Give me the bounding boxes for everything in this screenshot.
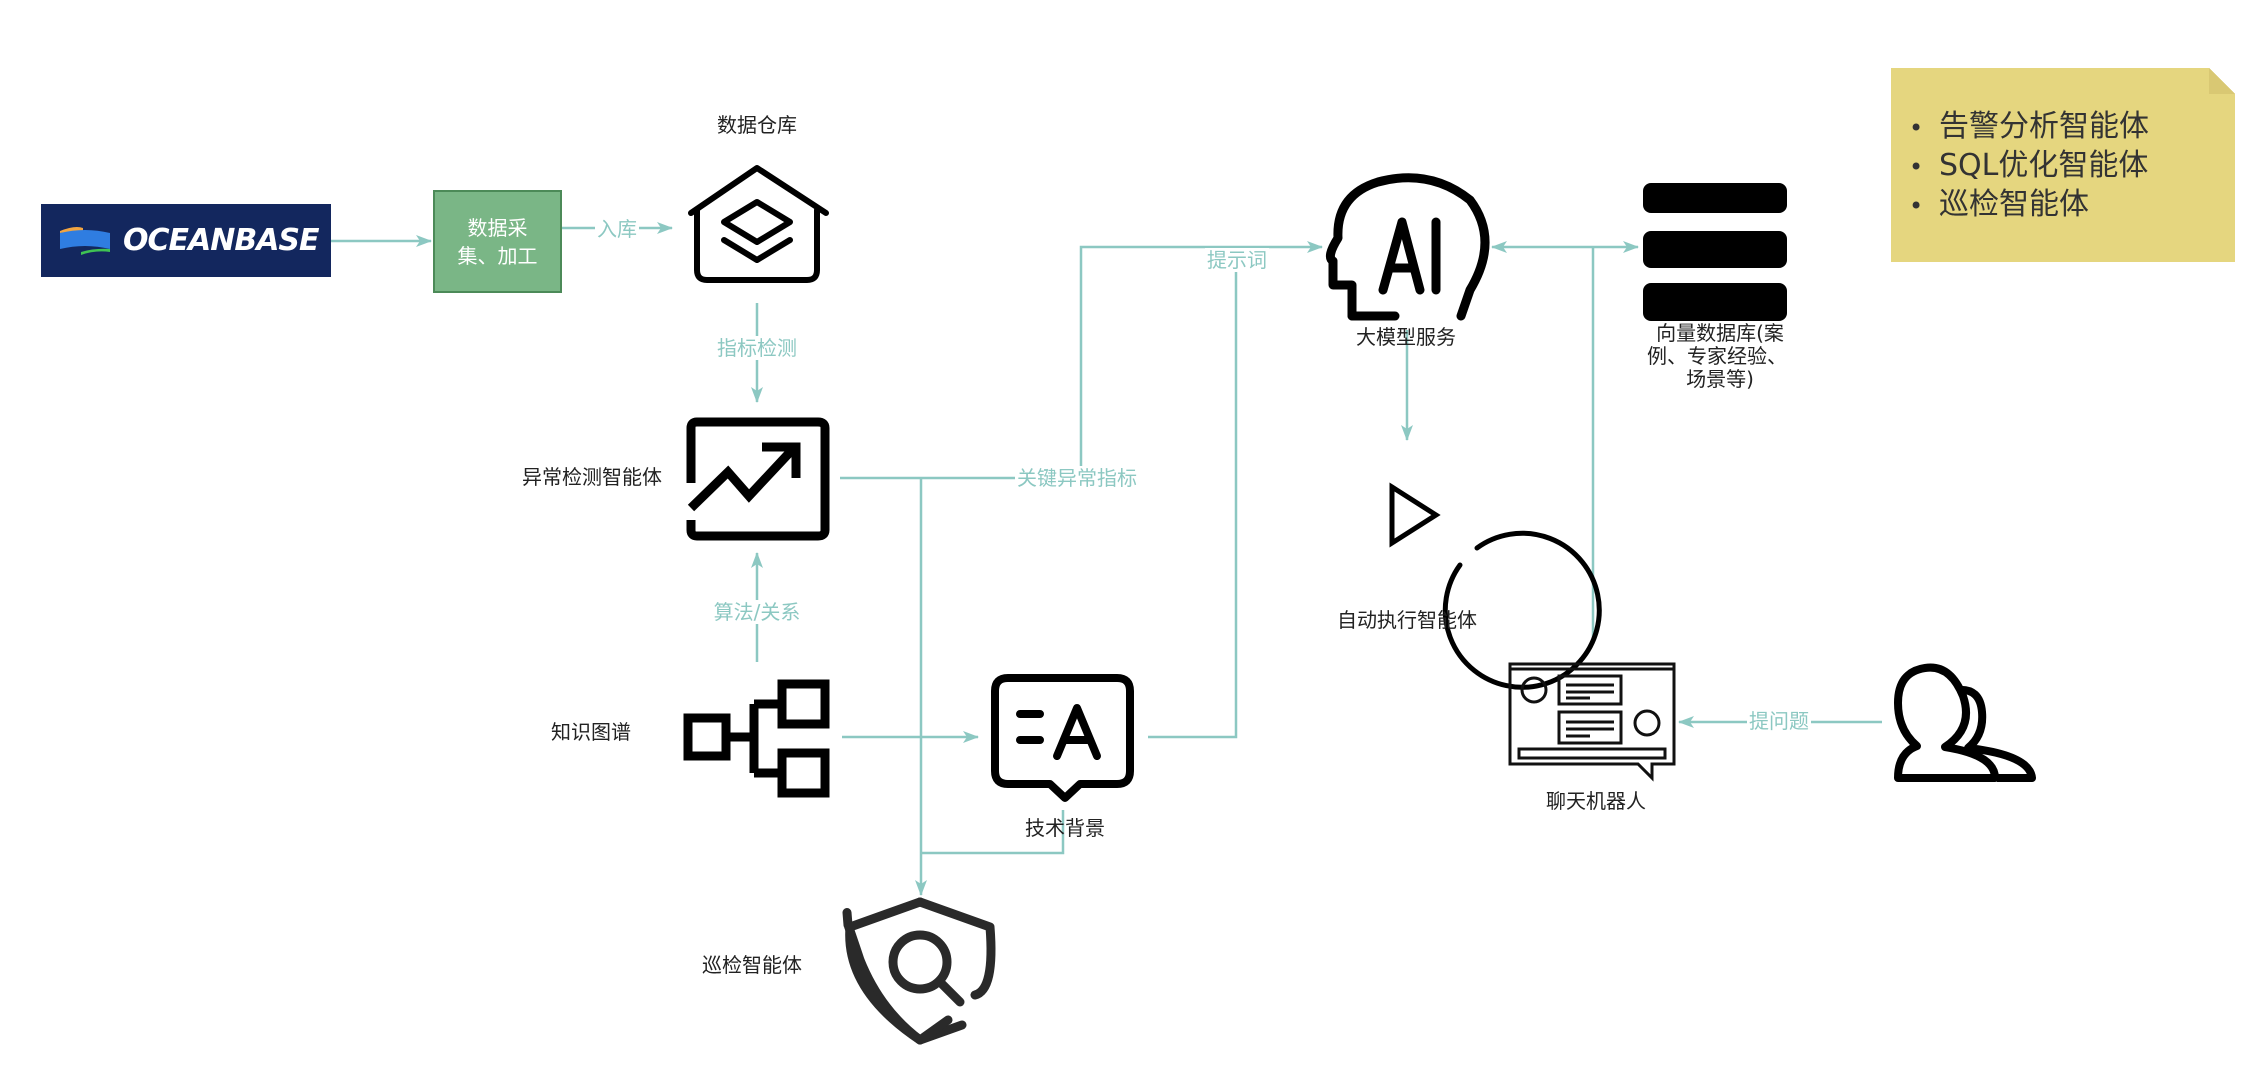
chat-window-icon <box>1508 662 1676 782</box>
trend-chart-icon <box>686 417 830 541</box>
shield-search-icon <box>842 897 996 1045</box>
edge-anomaly-to-llm <box>840 241 1323 480</box>
warehouse-layers-icon <box>688 165 829 283</box>
anomaly-agent-label: 异常检测智能体 <box>522 465 662 489</box>
vector-db-label-line1: 向量数据库(案 <box>1656 321 1784 345</box>
hierarchy-icon <box>683 679 830 798</box>
data-collect-process-box: 数据采 集、加工 <box>433 190 562 293</box>
agent-list-item-text: 巡检智能体 <box>1939 187 2089 222</box>
database-stack-icon <box>1643 183 1787 321</box>
agent-list-item-text: SQL优化智能体 <box>1939 148 2149 183</box>
edge-tech-to-inspection <box>921 810 1065 855</box>
ai-head-icon <box>1325 173 1490 321</box>
data-warehouse-label: 数据仓库 <box>717 113 797 137</box>
bullet: • <box>1909 114 1924 142</box>
edge-tech-to-llm <box>1148 250 1238 739</box>
llm-service-label: 大模型服务 <box>1356 325 1456 349</box>
bullet: • <box>1909 192 1924 220</box>
bullet: • <box>1909 153 1924 181</box>
edge-label-ingest: 入库 <box>595 217 639 241</box>
users-icon <box>1894 663 2036 782</box>
data-collect-label-line2: 集、加工 <box>457 243 538 268</box>
vector-db-label-line2: 例、专家经验、 <box>1647 344 1787 368</box>
chatbot-label: 聊天机器人 <box>1546 789 1646 813</box>
note-fold <box>2209 68 2235 94</box>
agent-list: • 告警分析智能体 • SQL优化智能体 • 巡检智能体 <box>1909 108 2149 225</box>
edge-label-algo-relation: 算法/关系 <box>711 600 803 624</box>
oceanbase-logo-text: OCEANBASE <box>123 223 320 258</box>
agent-list-item: • 巡检智能体 <box>1909 186 2149 225</box>
agent-list-item: • 告警分析智能体 <box>1909 108 2149 147</box>
oceanbase-logo: OCEANBASE <box>41 204 331 277</box>
auto-exec-agent-label: 自动执行智能体 <box>1337 608 1477 632</box>
inspection-agent-label: 巡检智能体 <box>702 953 802 977</box>
knowledge-graph-label: 知识图谱 <box>551 720 631 744</box>
edge-label-ask-question: 提问题 <box>1747 709 1811 733</box>
data-collect-label-line1: 数据采 <box>467 215 528 240</box>
vector-db-label-line3: 场景等) <box>1686 367 1754 391</box>
tech-background-label: 技术背景 <box>1025 816 1105 840</box>
agent-list-item-text: 告警分析智能体 <box>1939 109 2149 144</box>
edge-label-metric-detect: 指标检测 <box>715 336 799 360</box>
edge-label-key-anomaly: 关键异常指标 <box>1015 466 1139 490</box>
play-circle-icon <box>1389 482 1602 690</box>
edge-label-prompt: 提示词 <box>1205 248 1269 272</box>
agent-list-item: • SQL优化智能体 <box>1909 147 2149 186</box>
oceanbase-flag-icon <box>60 226 110 255</box>
agent-list-note: • 告警分析智能体 • SQL优化智能体 • 巡检智能体 <box>1891 68 2235 262</box>
text-bubble-icon <box>991 674 1134 802</box>
